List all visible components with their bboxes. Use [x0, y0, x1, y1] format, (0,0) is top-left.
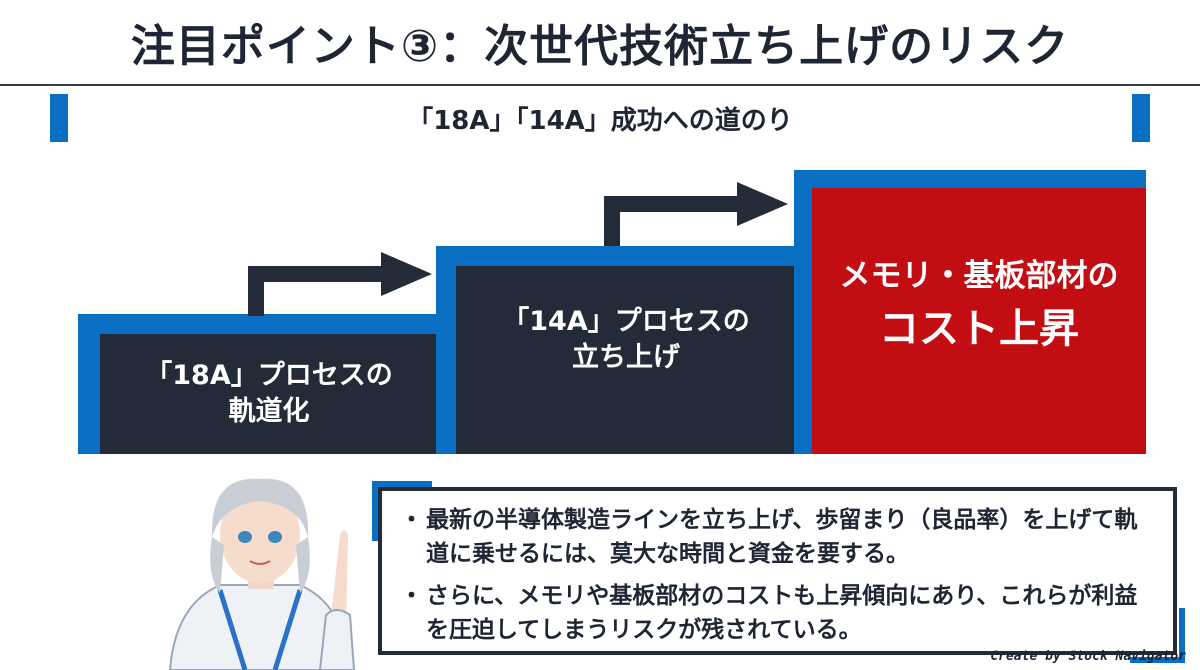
- arrow-right-icon: [604, 182, 788, 246]
- section-banner: 「18A」「14A」成功への道のり: [50, 94, 1150, 142]
- bullet-dot: ・: [400, 583, 423, 609]
- step1-line2: 軌道化: [228, 396, 310, 427]
- bullet-text: 最新の半導体製造ラインを立ち上げ、歩留まり（良品率）を上げて軌道に乗せるには、莫…: [426, 507, 1138, 567]
- title-divider: [0, 84, 1200, 86]
- callout-accent-bottom-right: [1130, 608, 1185, 663]
- speech-callout: ・ 最新の半導体製造ラインを立ち上げ、歩留まり（良品率）を上げて軌道に乗せるには…: [378, 487, 1177, 655]
- bullet-text: さらに、メモリや基板部材のコストも上昇傾向にあり、これらが利益を圧迫してしまうリ…: [426, 583, 1138, 643]
- page-title: 注目ポイント③：次世代技術立ち上げのリスク: [130, 21, 1070, 72]
- step2-line2: 立ち上げ: [571, 342, 680, 373]
- step-cost-rise: メモリ・基板部材の コスト上昇: [812, 188, 1146, 454]
- arrow-right-icon: [248, 252, 432, 316]
- callout-accent-top-left: [372, 481, 432, 541]
- credit-text: Create by Stock Navigator: [990, 649, 1186, 664]
- bullet-dot: ・: [400, 507, 423, 533]
- banner-inner: 「18A」「14A」成功への道のり: [68, 94, 1132, 142]
- step2-line1: 「14A」プロセスの: [502, 305, 750, 337]
- banner-text: 「18A」「14A」成功への道のり: [407, 105, 793, 136]
- step1-line1: 「18A」プロセスの: [145, 359, 393, 391]
- step-18a: 「18A」プロセスの 軌道化: [100, 334, 438, 454]
- step3-line1: メモリ・基板部材の: [839, 258, 1119, 295]
- presenter-avatar: [168, 478, 356, 670]
- step-14a: 「14A」プロセスの 立ち上げ: [456, 266, 796, 454]
- bullet-item: ・ 最新の半導体製造ラインを立ち上げ、歩留まり（良品率）を上げて軌道に乗せるには…: [400, 503, 1157, 571]
- step3-line2: コスト上昇: [879, 305, 1079, 352]
- bullet-item: ・ さらに、メモリや基板部材のコストも上昇傾向にあり、これらが利益を圧迫してしま…: [400, 579, 1157, 647]
